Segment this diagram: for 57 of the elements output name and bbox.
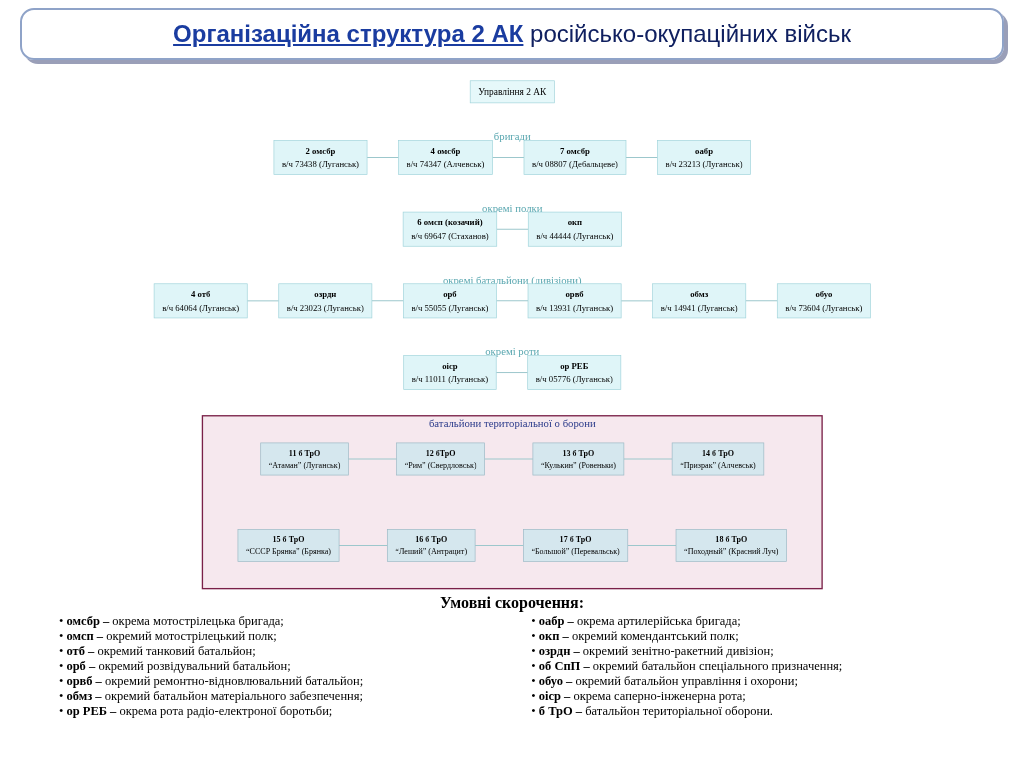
connector bbox=[474, 544, 524, 546]
node-box: 16 б ТрО “Леший” (Антрацит) bbox=[386, 529, 476, 562]
node-box: 12 бТрО “Рим” (Свердловськ) bbox=[396, 442, 485, 476]
connector bbox=[495, 372, 528, 374]
abbreviation-note: • орб – окремий розвідувальний батальйон; bbox=[58, 659, 292, 674]
label: окремі роти bbox=[484, 346, 540, 358]
connector bbox=[371, 300, 404, 302]
abbreviation-note: • об СпП – окремий батальйон спеціального призначення; bbox=[531, 659, 844, 674]
node-box: обмз в/ч 14941 (Луганськ) bbox=[652, 283, 746, 319]
connector bbox=[338, 544, 388, 546]
node-box: 17 б ТрО “Большой” (Перевальськ) bbox=[522, 529, 628, 562]
abbreviation-note: • оабр – окрема артилерійська бригада; bbox=[531, 614, 742, 629]
node-box: орб в/ч 55055 (Луганськ) bbox=[402, 283, 497, 319]
connector bbox=[627, 544, 677, 546]
abbreviation-note: • отб – окремий танковий батальйон; bbox=[58, 644, 257, 659]
connector bbox=[246, 300, 279, 302]
node-box: обуо в/ч 73604 (Луганськ) bbox=[776, 283, 871, 319]
abbreviation-note: • орвб – окремий ремонтно-відновлювальний батальйон; bbox=[58, 674, 365, 689]
connector bbox=[745, 300, 778, 302]
connector bbox=[496, 228, 529, 230]
node-box: 15 б ТрО “СССР Брянка” (Брянка) bbox=[237, 529, 340, 562]
node-box: 2 омсбр в/ч 73438 (Луганськ) bbox=[273, 140, 368, 175]
abbreviation-note: • обмз – окремий батальйон матеріального забезпечення; bbox=[58, 689, 364, 704]
connector bbox=[491, 156, 525, 158]
connector bbox=[347, 458, 397, 460]
abbreviation-note: • обуо – окремий батальйон управління і охорони; bbox=[531, 674, 799, 689]
abbreviation-note: • омсп – окремий мотострілецький полк; bbox=[58, 629, 278, 644]
label: бригади bbox=[493, 131, 531, 143]
node-box: орвб в/ч 13931 (Луганськ) bbox=[527, 283, 622, 319]
node-box: озрдн в/ч 23023 (Луганськ) bbox=[278, 283, 372, 319]
node-box: окп в/ч 44444 (Луганськ) bbox=[527, 211, 622, 247]
node-box: 7 омсбр в/ч 08807 (Дебальцеве) bbox=[523, 140, 627, 175]
abbreviation-note: • ор РЕБ – окрема рота радіо-електроної боротьби; bbox=[58, 704, 334, 719]
connector bbox=[625, 156, 658, 158]
node-box: 4 отб в/ч 64064 (Луганськ) bbox=[153, 283, 248, 319]
connector bbox=[623, 458, 673, 460]
node-box: 6 омсп (козачий) в/ч 69647 (Стаханов) bbox=[402, 211, 497, 247]
node-box: ор РЕБ в/ч 05776 (Луганськ) bbox=[527, 355, 621, 390]
abbreviation-note: • оіср – окрема саперно-інженерна рота; bbox=[531, 689, 747, 704]
node-box: 13 б ТрО “Кулькин” (Ровеньки) bbox=[532, 442, 624, 476]
node-box: Управління 2 АК bbox=[469, 80, 555, 104]
abbreviation-note: • омсбр – окрема мотострілецька бригада; bbox=[58, 614, 285, 629]
node-box: оабр в/ч 23213 (Луганськ) bbox=[656, 140, 751, 175]
node-box: оіср в/ч 11011 (Луганськ) bbox=[403, 355, 497, 390]
connector bbox=[620, 300, 653, 302]
label: окремі батальйони (дивізіони) bbox=[442, 274, 582, 286]
connector bbox=[495, 300, 529, 302]
node-box: 4 омсбр в/ч 74347 (Алчевськ) bbox=[397, 140, 493, 175]
abbreviation-note: • озрдн – окремий зенітно-ракетний дивізіон; bbox=[531, 644, 775, 659]
node-box: 11 б ТрО “Атаман” (Луганськ) bbox=[260, 442, 349, 476]
legend-title: Умовні скорочення: bbox=[438, 594, 586, 612]
abbreviation-note: • б ТрО – батальйон територіальної оборони. bbox=[531, 704, 774, 719]
connector bbox=[366, 156, 399, 158]
connector bbox=[483, 458, 534, 460]
abbreviation-note: • окп – окремий комендантський полк; bbox=[531, 629, 740, 644]
node-box: 18 б ТрО “Походный” (Красний Луч) bbox=[675, 529, 787, 562]
node-box: 14 б ТрО “Призрак” (Алчевськ) bbox=[671, 442, 764, 476]
